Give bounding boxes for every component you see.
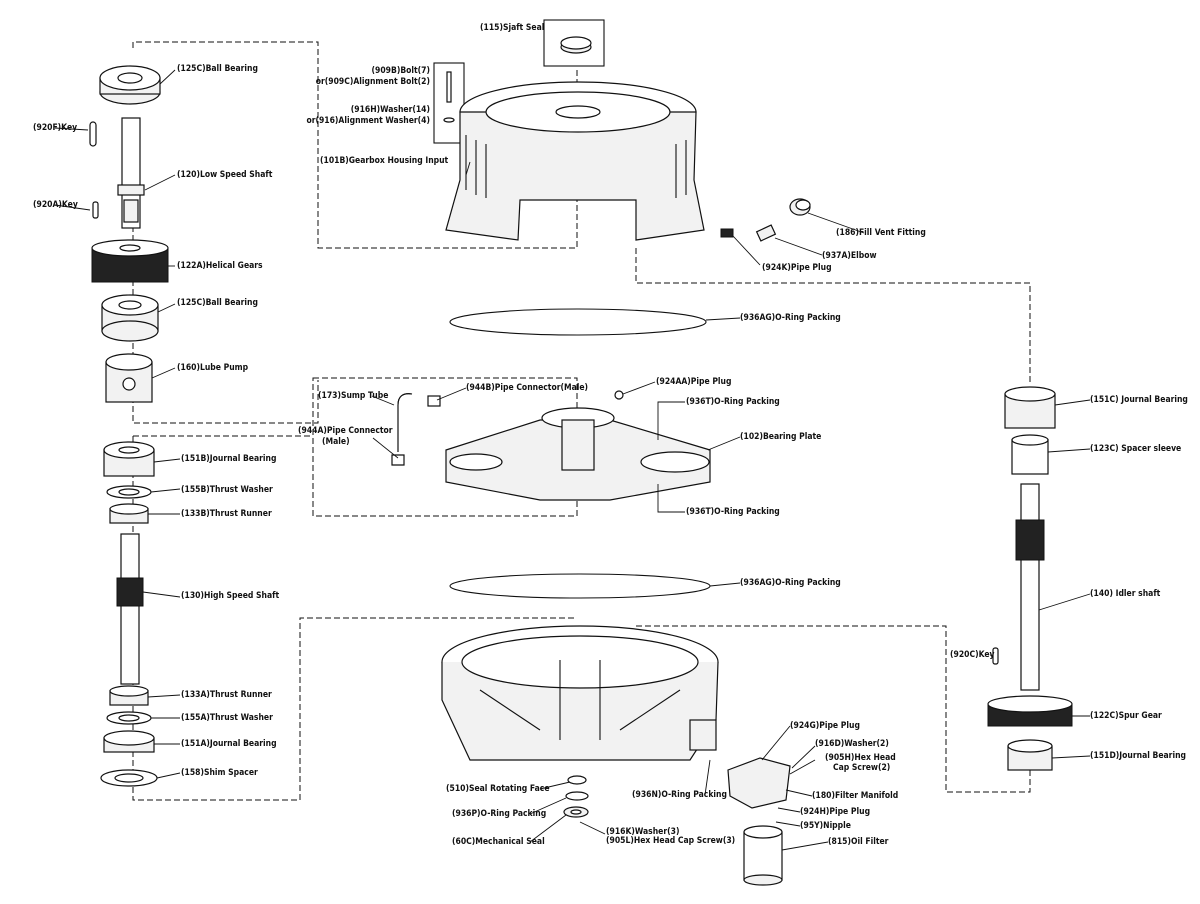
label-oring-936ag-bot: (936AG)O-Ring Packing [740, 578, 841, 588]
label-pipe-plug-924k: (924K)Pipe Plug [762, 263, 832, 273]
thrust-washer-155a [106, 711, 152, 725]
label-thrust-washer-155b: (155B)Thrust Washer [181, 485, 273, 495]
label-oring-936t-top: (936T)O-Ring Packing [686, 397, 780, 407]
label-bearing-plate: (102)Bearing Plate [740, 432, 821, 442]
label-oring-936ag-top: (936AG)O-Ring Packing [740, 313, 841, 323]
elbow-937a [755, 224, 777, 242]
low-speed-shaft [117, 117, 145, 229]
label-washer-916d: (916D)Washer(2) [815, 739, 889, 749]
label-seal-rotating-face: (510)Seal Rotating Face [446, 784, 550, 794]
label-pipe-conn-944b: (944B)Pipe Connector(Male) [466, 383, 588, 393]
label-high-speed-shaft: (130)High Speed Shaft [181, 591, 279, 601]
label-pipe-conn-944a-2: (Male) [322, 437, 350, 447]
label-fill-vent: (186)Fill Vent Fitting [836, 228, 926, 238]
label-washer-line1: (916H)Washer(14) [351, 105, 430, 115]
label-oring-936t-bot: (936T)O-Ring Packing [686, 507, 780, 517]
label-pipe-plug-924g: (924G)Pipe Plug [790, 721, 860, 731]
part-labels: (115)Sjaft Seal (125C)Ball Bearing (920F… [33, 23, 1188, 847]
label-thrust-runner-133a: (133A)Thrust Runner [181, 690, 272, 700]
idler-shaft [1015, 483, 1045, 691]
thrust-washer-155b [106, 485, 152, 499]
label-key-920f: (920F)Key [33, 123, 77, 133]
label-shim-spacer: (158)Shim Spacer [181, 768, 258, 778]
label-journal-bearing-151a: (151A)Journal Bearing [181, 739, 277, 749]
thrust-runner-133a [109, 685, 149, 706]
label-hex-screw-905h-1: (905H)Hex Head [825, 753, 896, 763]
label-journal-bearing-151c: (151C) Journal Bearing [1090, 395, 1188, 405]
journal-bearing-151c [1004, 386, 1056, 429]
ball-bearing-mid [101, 294, 159, 342]
gearbox-housing-input [445, 81, 705, 241]
seal-rotating-face [567, 775, 587, 785]
label-journal-bearing-151d: (151D)Journal Bearing [1090, 751, 1186, 761]
label-spur-gear: (122C)Spur Gear [1090, 711, 1162, 721]
thrust-runner-133b [109, 503, 149, 524]
label-elbow: (937A)Elbow [822, 251, 877, 261]
leader-lines [54, 69, 1091, 851]
label-shaft-seal: (115)Sjaft Seal [480, 23, 544, 33]
spacer-sleeve [1011, 434, 1049, 475]
label-gearbox-housing: (101B)Gearbox Housing Input [320, 156, 449, 166]
grouping-dashed-lines [132, 41, 1031, 801]
key-920a [92, 201, 99, 219]
oring-936ag-bottom [449, 573, 711, 599]
label-low-speed-shaft: (120)Low Speed Shaft [177, 170, 273, 180]
label-helical-gears: (122A)Helical Gears [177, 261, 263, 271]
ball-bearing-top [99, 65, 161, 105]
label-washer-line2: or(916)Alignment Washer(4) [306, 116, 430, 126]
label-washer-916k: (916K)Washer(3) [606, 827, 679, 837]
journal-bearing-151d [1007, 739, 1053, 771]
oil-filter [743, 825, 783, 886]
label-idler-shaft: (140) Idler shaft [1090, 589, 1161, 599]
label-spacer-sleeve: (123C) Spacer sleeve [1090, 444, 1181, 454]
label-pipe-plug-924aa: (924AA)Pipe Plug [656, 377, 731, 387]
label-key-920a: (920A)Key [33, 200, 78, 210]
journal-bearing-151b [103, 441, 155, 477]
label-mechanical-seal: (60C)Mechanical Seal [452, 837, 545, 847]
label-oring-936p: (936P)O-Ring Packing [452, 809, 546, 819]
filter-manifold [727, 757, 791, 809]
lube-pump [105, 353, 153, 403]
label-hex-screw-905l: (905L)Hex Head Cap Screw(3) [606, 836, 735, 846]
shaft-seal-box [543, 19, 605, 67]
label-ball-bearing-top: (125C)Ball Bearing [177, 64, 258, 74]
label-bolt-line1: (909B)Bolt(7) [372, 66, 430, 76]
bearing-plate [445, 407, 711, 501]
label-pipe-conn-944a-1: (944A)Pipe Connector [298, 426, 393, 436]
label-key-920c: (920C)Key [950, 650, 995, 660]
key-920f [89, 121, 97, 147]
pipe-plug-924aa [614, 390, 624, 400]
oring-936p [565, 791, 589, 801]
shim-spacer [100, 769, 158, 787]
label-nipple: (95Y)Nipple [800, 821, 851, 831]
bottom-housing [441, 625, 719, 761]
oring-936ag-top [449, 308, 707, 336]
label-hex-screw-905h-2: Cap Screw(2) [833, 763, 890, 773]
pipe-plug-924k [720, 228, 734, 238]
label-filter-manifold: (180)Filter Manifold [812, 791, 898, 801]
spur-gear [987, 695, 1073, 727]
label-thrust-runner-133b: (133B)Thrust Runner [181, 509, 272, 519]
high-speed-shaft [116, 533, 144, 685]
label-sump-tube: (173)Sump Tube [318, 391, 388, 401]
label-ball-bearing-mid: (125C)Ball Bearing [177, 298, 258, 308]
label-thrust-washer-155a: (155A)Thrust Washer [181, 713, 273, 723]
sump-tube [391, 393, 441, 466]
helical-gears [91, 239, 169, 283]
label-pipe-plug-924h: (924H)Pipe Plug [800, 807, 870, 817]
label-bolt-line2: or(909C)Alignment Bolt(2) [316, 77, 430, 87]
label-journal-bearing-151b: (151B)Journal Bearing [181, 454, 276, 464]
label-oil-filter: (815)Oil Filter [828, 837, 889, 847]
bolt-washer-box [433, 62, 465, 144]
label-lube-pump: (160)Lube Pump [177, 363, 249, 373]
mechanical-seal [563, 806, 589, 818]
label-oring-936n: (936N)O-Ring Packing [632, 790, 727, 800]
fill-vent-fitting [789, 198, 811, 216]
journal-bearing-151a [103, 730, 155, 753]
